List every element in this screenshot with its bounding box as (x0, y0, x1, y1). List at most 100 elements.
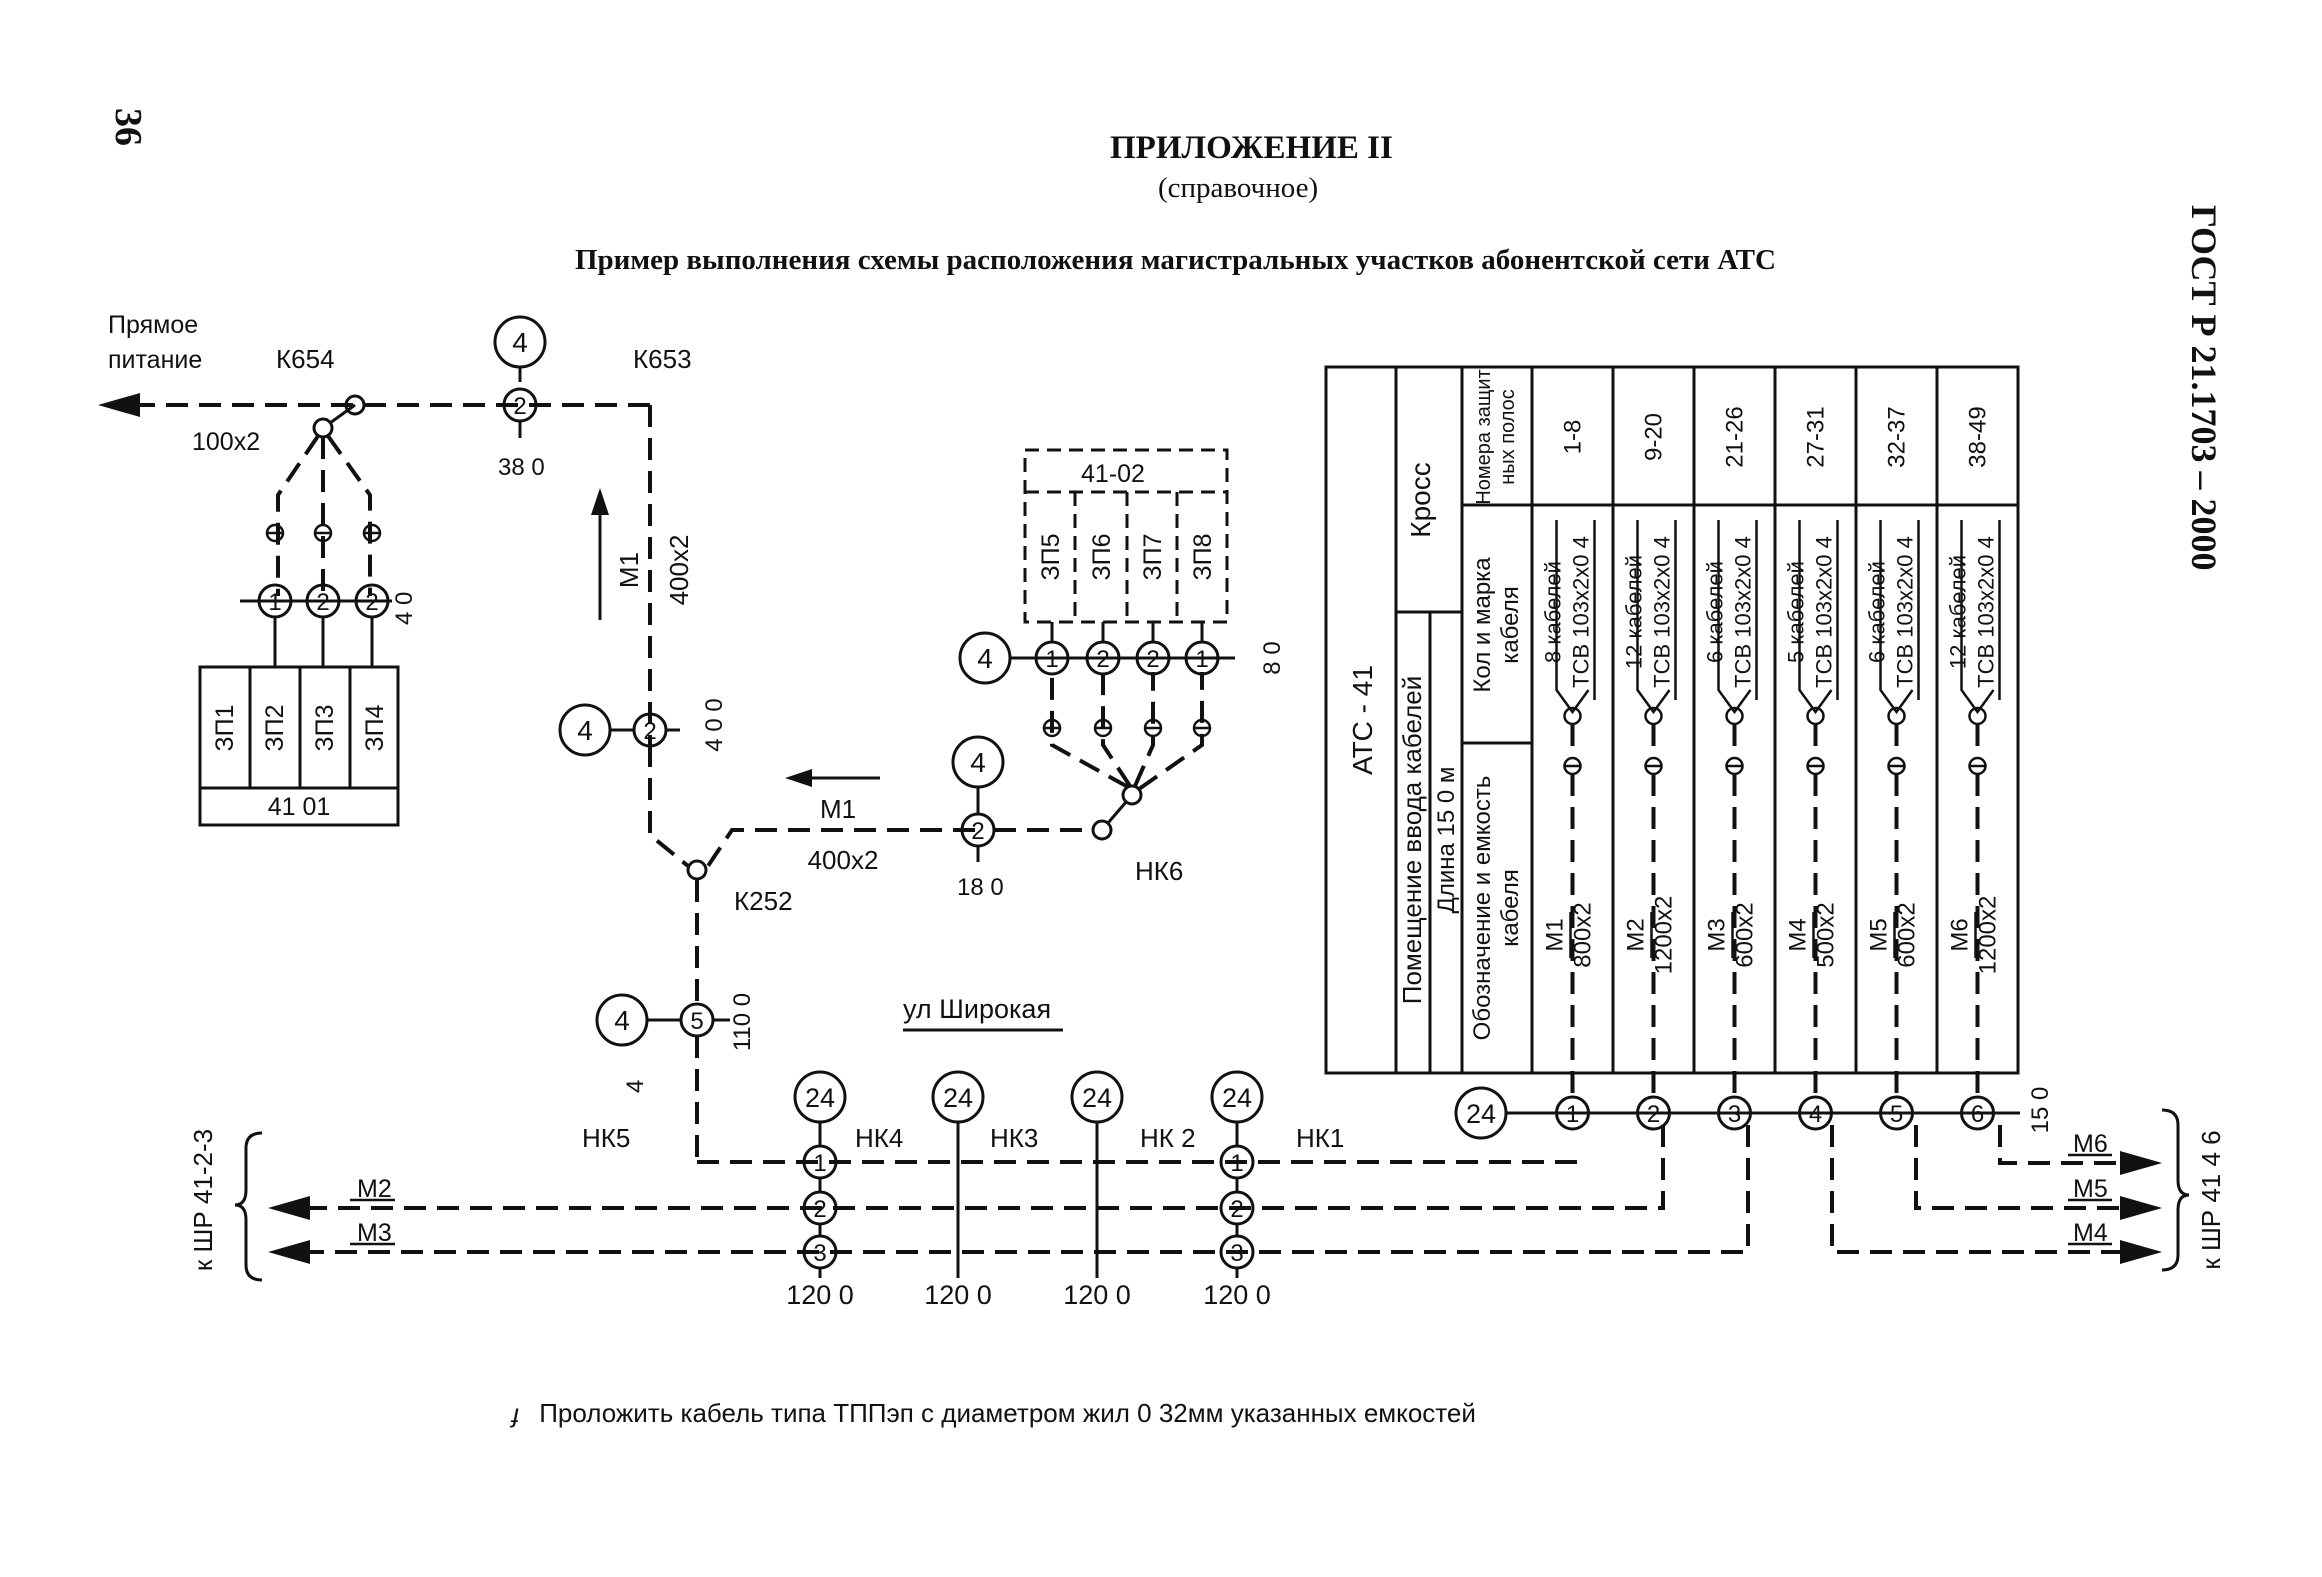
well-count-1: 24 (805, 1083, 835, 1113)
cable-markers-left (265, 523, 382, 543)
count-h: 4 (970, 747, 986, 778)
header-qty-2: кабеля (1497, 586, 1524, 663)
row-qty: 5 кабелей (1784, 561, 1809, 663)
dist-well-1: 120 0 (786, 1280, 854, 1310)
dist-80: 8 0 (1259, 641, 1286, 674)
node-2-mid-label: 2 (643, 718, 656, 745)
capacity-100x2: 100х2 (192, 428, 260, 456)
well-nk2: НК 2 (1140, 1123, 1196, 1153)
dist-1100: 110 0 (729, 993, 756, 1051)
cab-num-2: 2 (316, 589, 329, 616)
box-cell-zp4: ЗП4 (361, 704, 389, 751)
dest-right: к ШР 41 4 6 (2196, 1130, 2226, 1269)
entry-node (1636, 1095, 1671, 1131)
row-qty: 12 кабелей (1622, 555, 1647, 669)
row-brand: ТСВ 103х2х0 4 (1650, 536, 1675, 688)
junction-nk6-b (1121, 784, 1143, 806)
well-count-4: 24 (1222, 1083, 1252, 1113)
dist-180: 18 0 (957, 874, 1004, 901)
well-k654: К654 (276, 344, 335, 374)
well-count-2: 24 (943, 1083, 973, 1113)
branch-cables (276, 434, 372, 596)
left-node-2: 2 (813, 1196, 826, 1223)
num-4102-3: 2 (1146, 646, 1159, 673)
row-capacity: 1200х2 (1975, 896, 2002, 975)
table-atc: АТС - 41 (1347, 665, 1378, 775)
box-cell-zp1: ЗП1 (211, 705, 239, 752)
count-mid: 4 (577, 715, 593, 746)
box-cell-zp2: ЗП2 (261, 705, 289, 752)
arrow-m5 (2120, 1196, 2162, 1220)
num-4102-4: 1 (1195, 646, 1208, 673)
entry-count: 24 (1466, 1099, 1496, 1129)
trunk-lines (290, 1125, 2140, 1254)
entry-node-label: 4 (1809, 1101, 1822, 1128)
footnote-text: Проложить кабель типа ТППэп с диаметром … (539, 1398, 1476, 1428)
row-cable: М6 (1947, 918, 1974, 951)
row-qty: 12 кабелей (1946, 555, 1971, 669)
dist-well-3: 120 0 (1063, 1280, 1131, 1310)
bottom-40: 4 0 (391, 592, 418, 625)
row-strip: 27-31 (1803, 406, 1830, 467)
header-strip-2: ных полос (1497, 389, 1519, 485)
node-2-h-label: 2 (971, 818, 984, 845)
small-4: 4 (622, 1080, 649, 1093)
bracket-left (234, 1131, 263, 1282)
right-node-1: 1 (1230, 1150, 1243, 1177)
appendix-subtitle: (справочное) (1158, 172, 1319, 204)
nk6-branches (1050, 672, 1204, 791)
dist-150: 15 0 (2027, 1087, 2054, 1134)
row-cable: М5 (1866, 918, 1893, 951)
row-cable: М4 (1785, 918, 1812, 951)
num-4102-2: 2 (1096, 646, 1109, 673)
table-cross: Кросс (1405, 462, 1436, 537)
atc-table (1324, 365, 2020, 1075)
row-qty: 8 кабелей (1541, 561, 1566, 663)
box-41-01-label: 41 01 (268, 793, 331, 821)
dist-well-2: 120 0 (924, 1280, 992, 1310)
entry-node-label: 2 (1647, 1101, 1660, 1128)
row-capacity: 500х2 (1813, 902, 1840, 967)
label-m3: М3 (357, 1219, 392, 1247)
header-cable-1: Обозначение и емкость (1469, 776, 1496, 1041)
box-41-02-label: 41-02 (1081, 460, 1145, 488)
row-capacity: 800х2 (1570, 902, 1597, 967)
box-41-02 (1023, 448, 1229, 624)
row-cable: М2 (1623, 918, 1650, 951)
junction-k252 (686, 859, 708, 881)
count-low: 4 (614, 1005, 630, 1036)
count-4102: 4 (977, 643, 993, 674)
row-brand: ТСВ 103х2х0 4 (1812, 536, 1837, 688)
row-strip: 21-26 (1722, 406, 1749, 467)
bottom-wells (793, 1070, 1264, 1278)
node-2-top-label: 2 (513, 393, 526, 420)
well-count-3: 24 (1082, 1083, 1112, 1113)
row-strip: 1-8 (1560, 420, 1587, 455)
row-qty: 6 кабелей (1703, 561, 1728, 663)
capacity-400x2-vert: 400х2 (664, 535, 694, 606)
label-m4: М4 (2073, 1219, 2108, 1247)
row-qty: 6 кабелей (1865, 561, 1890, 663)
cable-markers-4102 (1042, 718, 1212, 738)
dest-left: к ШР 41-2-3 (188, 1129, 218, 1271)
well-nk1: НК1 (1296, 1123, 1344, 1153)
label-m6: М6 (2073, 1130, 2108, 1158)
capacity-400x2-horiz: 400х2 (808, 845, 879, 875)
street-name: ул Широкая (903, 994, 1051, 1024)
label-m5: М5 (2073, 1175, 2108, 1203)
label-m2: М2 (357, 1175, 392, 1203)
header-qty-1: Кол и марка (1469, 557, 1496, 693)
row-capacity: 600х2 (1732, 902, 1759, 967)
cab-num-1: 1 (268, 589, 281, 616)
box-cell-zp7: ЗП7 (1139, 534, 1167, 581)
